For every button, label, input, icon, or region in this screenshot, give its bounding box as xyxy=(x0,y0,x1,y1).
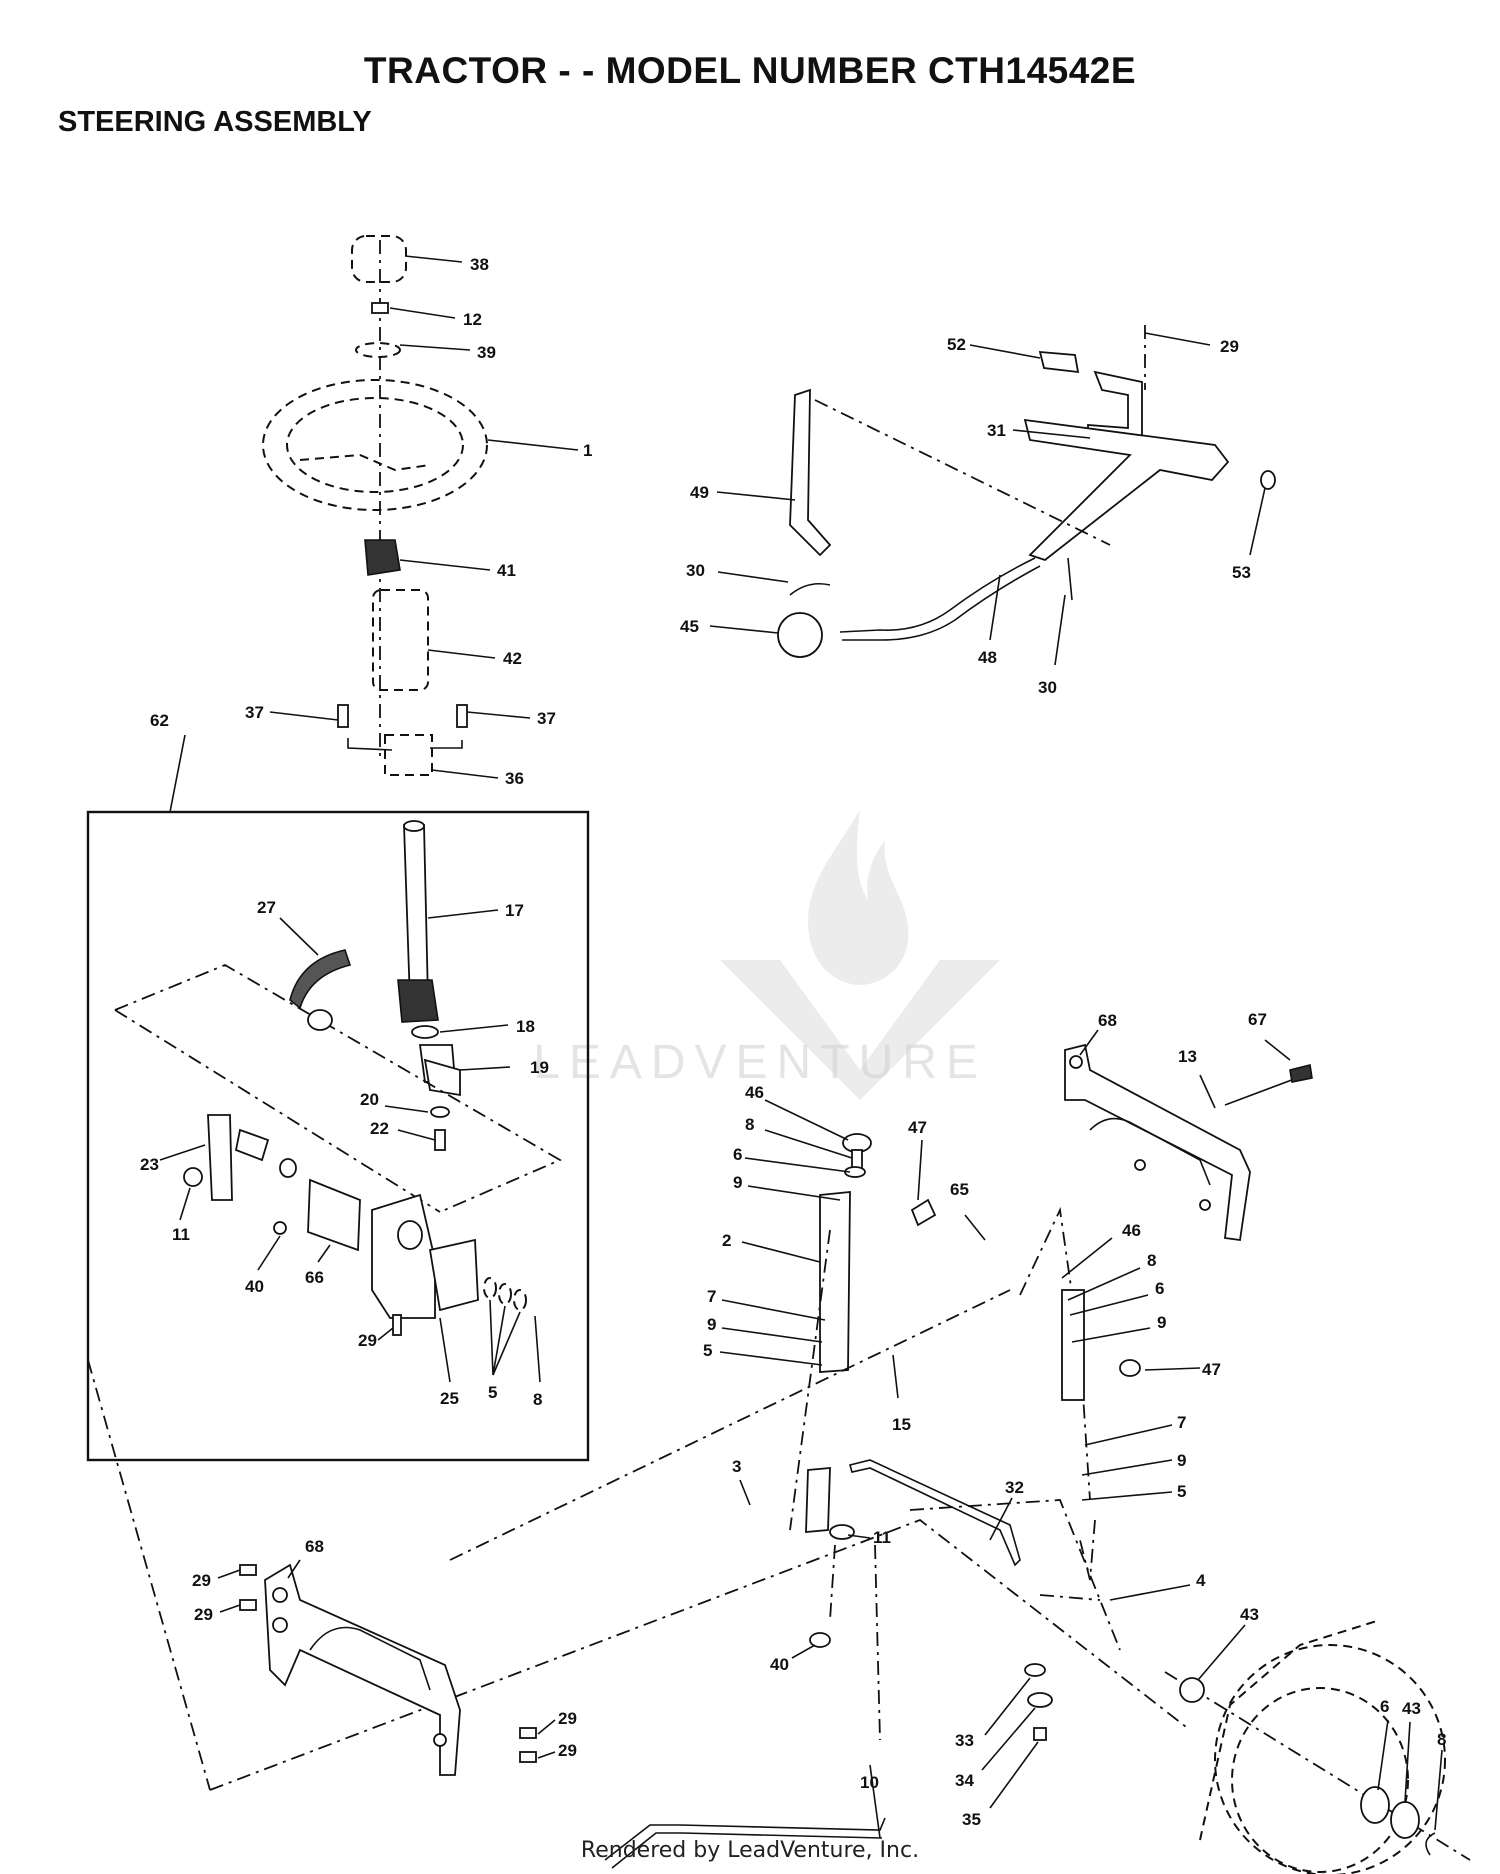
left-mounting-bracket xyxy=(239,1563,537,1776)
callout-3: 3 xyxy=(732,1457,741,1476)
callout-65: 65 xyxy=(950,1180,969,1199)
callout-43-right: 43 xyxy=(1402,1699,1421,1718)
callout-29-bottom-bottom: 29 xyxy=(558,1741,577,1760)
callout-37-left: 37 xyxy=(245,703,264,722)
callout-30-right: 30 xyxy=(1038,678,1057,697)
callout-47-center: 47 xyxy=(908,1118,927,1137)
callout-27: 27 xyxy=(257,898,276,917)
callout-43-left: 43 xyxy=(1240,1605,1259,1624)
callout-29-left-top: 29 xyxy=(192,1571,211,1590)
callout-10: 10 xyxy=(860,1773,879,1792)
callout-5-box: 5 xyxy=(488,1383,497,1402)
callout-11-center: 11 xyxy=(873,1528,891,1547)
callout-9-right: 9 xyxy=(1157,1313,1166,1332)
leadventure-logo-icon xyxy=(720,810,1000,1100)
callout-23: 23 xyxy=(140,1155,159,1174)
callout-41: 41 xyxy=(497,561,516,580)
callout-9-right-lower: 9 xyxy=(1177,1451,1186,1470)
callout-9-lower: 9 xyxy=(707,1315,716,1334)
callout-12: 12 xyxy=(463,310,482,329)
callout-40-center: 40 xyxy=(770,1655,789,1674)
section-title: STEERING ASSEMBLY xyxy=(58,106,372,138)
callout-20: 20 xyxy=(360,1090,379,1109)
callout-66: 66 xyxy=(305,1268,324,1287)
watermark-text: LEADVENTURE xyxy=(533,1036,987,1089)
callout-1: 1 xyxy=(583,441,592,460)
callout-13: 13 xyxy=(1178,1047,1197,1066)
callout-8-right: 8 xyxy=(1147,1251,1156,1270)
callout-49: 49 xyxy=(690,483,709,502)
callout-29-bottom-top: 29 xyxy=(558,1709,577,1728)
steering-gear-subassembly xyxy=(86,734,590,1791)
callout-8-box: 8 xyxy=(533,1390,542,1409)
steering-wheel-group xyxy=(262,235,488,776)
callout-9-center: 9 xyxy=(733,1173,742,1192)
callout-37-right: 37 xyxy=(537,709,556,728)
callout-33: 33 xyxy=(955,1731,974,1750)
callout-19: 19 xyxy=(530,1058,549,1077)
callout-4: 4 xyxy=(1196,1571,1206,1590)
callout-labels: 38 12 39 1 41 42 37 37 36 62 17 27 18 19… xyxy=(140,255,1446,1839)
callout-32: 32 xyxy=(1005,1478,1024,1497)
callout-67: 67 xyxy=(1248,1010,1267,1029)
callout-45: 45 xyxy=(680,617,699,636)
callout-5-right: 5 xyxy=(1177,1482,1186,1501)
callout-34: 34 xyxy=(955,1771,974,1790)
front-axle-linkage-group xyxy=(209,1133,1191,1869)
callout-7-right: 7 xyxy=(1177,1413,1186,1432)
callout-7-center: 7 xyxy=(707,1287,716,1306)
callout-8-center: 8 xyxy=(745,1115,754,1134)
page-title: TRACTOR - - MODEL NUMBER CTH14542E xyxy=(363,50,1137,91)
callout-35: 35 xyxy=(962,1810,981,1829)
callout-40-box: 40 xyxy=(245,1277,264,1296)
callout-52: 52 xyxy=(947,335,966,354)
callout-30-left: 30 xyxy=(686,561,705,580)
callout-47-right: 47 xyxy=(1202,1360,1221,1379)
callout-36: 36 xyxy=(505,769,524,788)
callout-8-wheel: 8 xyxy=(1437,1730,1446,1749)
callout-6-center: 6 xyxy=(733,1145,742,1164)
callout-46-right: 46 xyxy=(1122,1221,1141,1240)
callout-25: 25 xyxy=(440,1389,459,1408)
callout-6-wheel: 6 xyxy=(1380,1697,1389,1716)
callout-62: 62 xyxy=(150,711,169,730)
callout-31: 31 xyxy=(987,421,1006,440)
callout-18: 18 xyxy=(516,1017,535,1036)
callout-53: 53 xyxy=(1232,563,1251,582)
callout-22: 22 xyxy=(370,1119,389,1138)
callout-17: 17 xyxy=(505,901,524,920)
callout-68-left: 68 xyxy=(305,1537,324,1556)
right-mounting-bracket xyxy=(1064,1043,1313,1242)
callout-29-top: 29 xyxy=(1220,337,1239,356)
callout-42: 42 xyxy=(503,649,522,668)
callout-68-right: 68 xyxy=(1098,1011,1117,1030)
callout-11-box: 11 xyxy=(172,1225,190,1244)
callout-5-center: 5 xyxy=(703,1341,712,1360)
footer-credit: Rendered by LeadVenture, Inc. xyxy=(580,1838,920,1863)
front-wheel xyxy=(1164,1619,1471,1874)
callout-46-center: 46 xyxy=(745,1083,764,1102)
callout-15: 15 xyxy=(892,1415,911,1434)
callout-29-box: 29 xyxy=(358,1331,377,1350)
callout-38: 38 xyxy=(470,255,489,274)
callout-2: 2 xyxy=(722,1231,731,1250)
callout-29-left-bottom: 29 xyxy=(194,1605,213,1624)
callout-39: 39 xyxy=(477,343,496,362)
callout-48: 48 xyxy=(978,648,997,667)
shift-linkage-group xyxy=(777,325,1276,658)
callout-6-right: 6 xyxy=(1155,1279,1164,1298)
